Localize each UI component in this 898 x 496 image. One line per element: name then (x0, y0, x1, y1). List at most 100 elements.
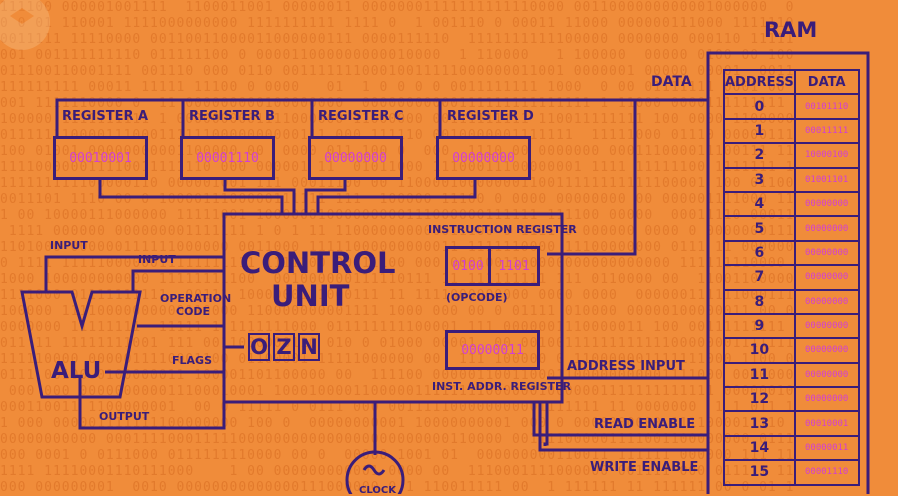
register-a-box (53, 136, 148, 180)
read-enable-wire (532, 402, 708, 437)
ram-data-cell: 00000000 (793, 215, 860, 242)
ram-address-cell: 14 (723, 434, 796, 462)
register-d-value: 00000000 (452, 151, 515, 166)
alu-input-2-label: INPUT (138, 253, 176, 266)
control-unit-title-line1: CONTROL (240, 246, 396, 280)
register-d-box (436, 136, 531, 180)
operation-code-label-2: CODE (176, 305, 211, 318)
control-unit-title-line2: UNIT (271, 279, 350, 313)
clock-icon (362, 464, 386, 476)
ram-address-cell: 0 (723, 93, 796, 120)
ram-data-cell: 00000000 (793, 239, 860, 267)
ram-data-cell: 10000100 (793, 142, 860, 169)
ram-address-cell: 10 (723, 337, 796, 364)
write-enable-wire (543, 402, 549, 446)
ram-data-cell: 00011111 (793, 117, 860, 145)
alu-label: ALU (51, 358, 102, 384)
ram-data-cell: 00000000 (793, 312, 860, 340)
register-c-box (308, 136, 403, 180)
alu-output-wire (78, 376, 226, 430)
data-bus-label: DATA (651, 74, 692, 90)
ram-data-header: DATA (793, 68, 860, 96)
ram-data-cell: 00000000 (793, 361, 860, 389)
ram-data-cell: 00101110 (793, 93, 860, 120)
alu-output-label: OUTPUT (99, 410, 150, 423)
ram-address-cell: 12 (723, 386, 796, 413)
ram-address-cell: 6 (723, 239, 796, 267)
control-unit-box (222, 212, 564, 404)
ram-title: RAM (764, 18, 818, 42)
ram-data-cell: 01001101 (793, 166, 860, 193)
register-a-value: 00010001 (69, 151, 132, 166)
ram-data-cell: 00000000 (793, 264, 860, 291)
ram-address-cell: 1 (723, 117, 796, 145)
register-b-box (180, 136, 275, 180)
data-to-instruction-register-wire (547, 100, 637, 256)
register-b-value: 00001110 (196, 151, 259, 166)
alu-input-1-label: INPUT (50, 239, 88, 252)
flag-o: O (248, 333, 270, 361)
register-c-value: 00000000 (324, 151, 387, 166)
ram-address-cell: 2 (723, 142, 796, 169)
opcode-label: (OPCODE) (446, 291, 508, 304)
ram-header-row: ADDRESS DATA (723, 68, 860, 96)
operation-code-label-1: OPERATION (160, 292, 232, 305)
logo-icon (0, 0, 50, 50)
flag-n: N (298, 333, 320, 361)
instruction-register-label: INSTRUCTION REGISTER (428, 223, 577, 236)
ram-data-cell: 00000000 (793, 190, 860, 218)
flags-label: FLAGS (172, 354, 212, 367)
ram-data-cell: 00000011 (793, 434, 860, 462)
ram-address-cell: 3 (723, 166, 796, 193)
ram-address-cell: 5 (723, 215, 796, 242)
ram-address-cell: 4 (723, 190, 796, 218)
clock-circle (345, 450, 405, 494)
ram-address-cell: 8 (723, 288, 796, 315)
register-d-label: REGISTER D (447, 109, 534, 124)
address-input-label: ADDRESS INPUT (567, 359, 685, 374)
inst-addr-register-value: 00000011 (461, 343, 524, 358)
ram-address-cell: 13 (723, 410, 796, 437)
clock-label: CLOCK (359, 485, 396, 496)
opcode-value: 0100 (452, 259, 484, 274)
register-c-label: REGISTER C (318, 109, 404, 124)
write-enable-label: WRITE ENABLE (590, 460, 699, 475)
ram-address-cell: 11 (723, 361, 796, 389)
register-a-label: REGISTER A (62, 109, 149, 124)
ram-address-header: ADDRESS (723, 68, 796, 96)
instruction-register-box (445, 246, 540, 286)
ram-data-cell: 00000000 (793, 337, 860, 364)
data-bus-wire (55, 98, 708, 136)
ram-data-cell: 00000000 (793, 288, 860, 315)
inst-addr-register-label: INST. ADDR. REGISTER (432, 380, 572, 393)
ram-data-cell: 00001110 (793, 459, 860, 486)
read-enable-label: READ ENABLE (594, 417, 696, 432)
ram-data-cell: 00010001 (793, 410, 860, 437)
ram-address-cell: 15 (723, 459, 796, 486)
operand-value: 1101 (498, 259, 530, 274)
ram-address-cell: 9 (723, 312, 796, 340)
instruction-register-divider (488, 246, 491, 286)
ram-address-cell: 7 (723, 264, 796, 291)
register-b-label: REGISTER B (189, 109, 275, 124)
alu-shape (20, 290, 142, 399)
flag-z: Z (273, 333, 295, 361)
